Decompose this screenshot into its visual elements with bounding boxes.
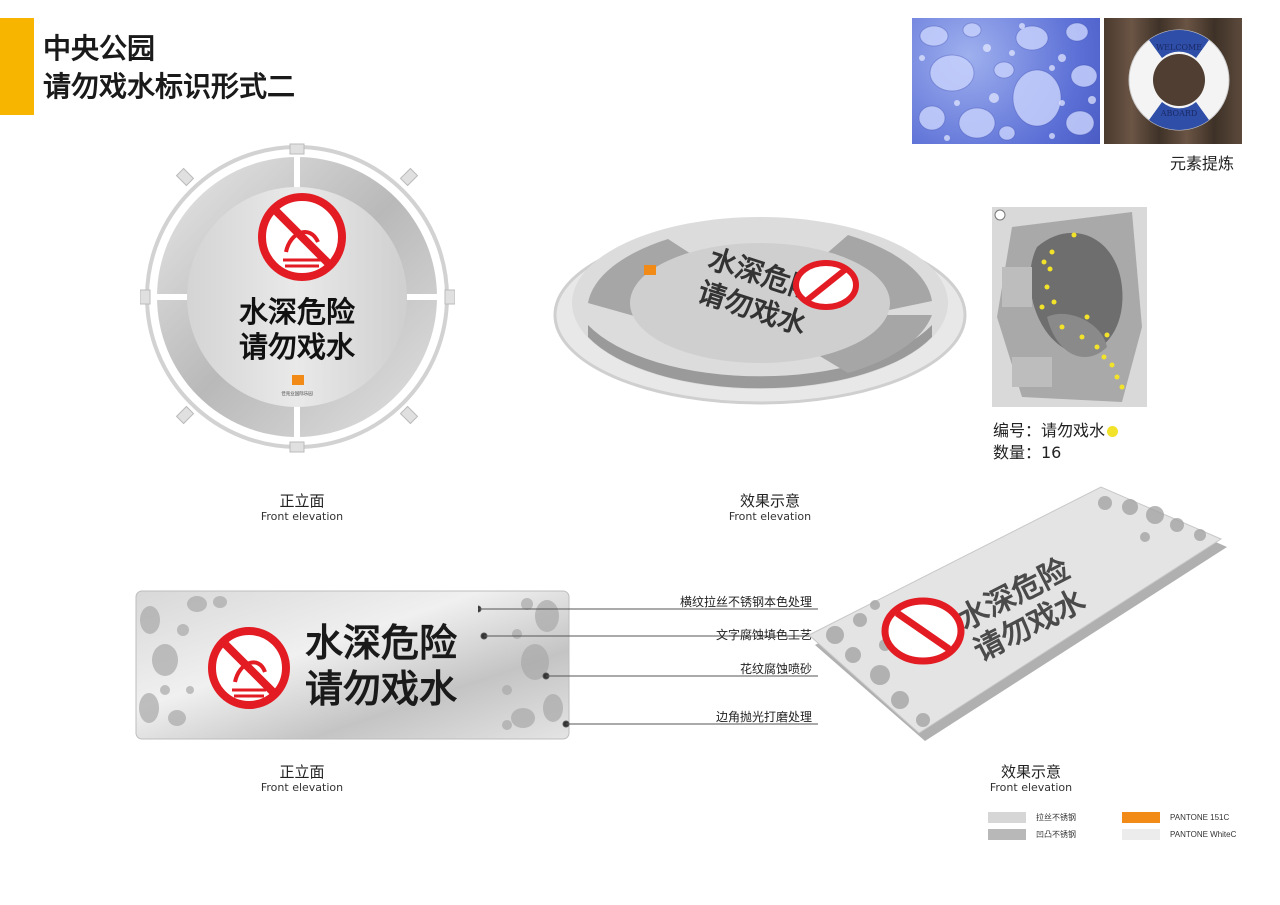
legend-swatch — [1122, 828, 1160, 840]
material-legend: 拉丝不锈钢 PANTONE 151C 凹凸不锈钢 PANTONE WhiteC — [988, 810, 1248, 850]
material-callouts: 横纹拉丝不锈钢本色处理 文字腐蚀填色工艺 花纹腐蚀喷砂 边角抛光打磨处理 — [478, 592, 818, 732]
map-markers — [1039, 232, 1125, 390]
brand-logo-text: 佳兆业国际乐园 — [281, 390, 313, 397]
round-sign-front: 水深危险 请勿戏水 佳兆业国际乐园 — [139, 142, 456, 462]
long-sign-front: 水深危险 请勿戏水 — [135, 590, 570, 740]
caption-front-en: Front elevation — [260, 510, 344, 523]
map-count-label: 数量：16 — [993, 443, 1062, 462]
caption-front-cn: 正立面 — [279, 492, 325, 510]
long-sign-text-line-1: 水深危险 — [305, 621, 458, 665]
legend-label: 拉丝不锈钢 — [1036, 812, 1076, 822]
legend-item-embossed-steel: 凹凸不锈钢 — [988, 827, 1076, 841]
park-location-map — [992, 207, 1147, 407]
title-line-2: 请勿戏水标识形式二 — [43, 70, 296, 103]
perspective-no-water-play-icon — [793, 260, 859, 310]
caption-effect-2: 效果示意 Front elevation — [951, 763, 1111, 794]
long-sign-perspective: 水深危险 请勿戏水 — [805, 485, 1235, 750]
buoy-bottom-text: ABOARD — [1160, 109, 1198, 118]
caption-front-cn-2: 正立面 — [279, 763, 325, 781]
callout-text-etching: 文字腐蚀填色工艺 — [715, 628, 812, 642]
buoy-top-text: WELCOME — [1156, 43, 1202, 52]
caption-effect-cn-2: 效果示意 — [1000, 763, 1061, 781]
caption-front-2: 正立面 Front elevation — [222, 763, 382, 794]
legend-item-pantone-whitec: PANTONE WhiteC — [1122, 827, 1236, 841]
brand-logo-mark — [292, 375, 304, 385]
callout-edge-polish: 边角抛光打磨处理 — [715, 710, 812, 724]
life-buoy-image: WELCOME ABOARD — [1104, 18, 1242, 144]
no-water-play-icon — [258, 193, 346, 281]
map-code-label: 编号：请勿戏水 — [993, 421, 1106, 440]
legend-label: PANTONE WhiteC — [1170, 829, 1237, 839]
compass-icon — [994, 209, 1006, 221]
caption-effect-cn: 效果示意 — [739, 492, 800, 510]
legend-swatch — [988, 828, 1026, 840]
pebble-pattern-left — [139, 596, 227, 726]
legend-label: PANTONE 151C — [1170, 812, 1230, 822]
caption-effect-1: 效果示意 Front elevation — [690, 492, 850, 523]
round-sign-perspective: 水深危险 请勿戏水 — [548, 205, 978, 415]
caption-effect-en: Front elevation — [728, 510, 812, 523]
callout-pattern-sandblast: 花纹腐蚀喷砂 — [739, 662, 812, 676]
legend-item-pantone-151c: PANTONE 151C — [1122, 810, 1229, 824]
yellow-marker-icon — [1107, 426, 1119, 437]
long-no-water-play-icon — [208, 627, 290, 709]
water-drops-image — [912, 18, 1100, 144]
caption-effect-en-2: Front elevation — [989, 781, 1073, 794]
sign-text-line-1: 水深危险 — [239, 295, 356, 329]
long-sign-text-line-2: 请勿戏水 — [305, 667, 458, 711]
caption-front-1: 正立面 Front elevation — [222, 492, 382, 523]
map-info: 编号：请勿戏水 数量：16 — [993, 420, 1119, 464]
pebble-pattern-right — [502, 598, 563, 730]
accent-bar — [0, 18, 34, 115]
perspective-logo-mark — [644, 265, 656, 275]
legend-swatch — [1122, 811, 1160, 823]
legend-swatch — [988, 811, 1026, 823]
caption-front-en-2: Front elevation — [260, 781, 344, 794]
legend-item-brushed-steel: 拉丝不锈钢 — [988, 810, 1076, 824]
title-line-1: 中央公园 — [43, 32, 156, 65]
callout-brushed-steel: 横纹拉丝不锈钢本色处理 — [679, 595, 812, 609]
sign-text-line-2: 请勿戏水 — [239, 330, 356, 364]
perspective-long-no-water-play-icon — [881, 597, 965, 665]
legend-label: 凹凸不锈钢 — [1036, 829, 1076, 839]
page-title: 中央公园 请勿戏水标识形式二 — [43, 30, 295, 106]
elements-caption: 元素提炼 — [1170, 154, 1235, 173]
